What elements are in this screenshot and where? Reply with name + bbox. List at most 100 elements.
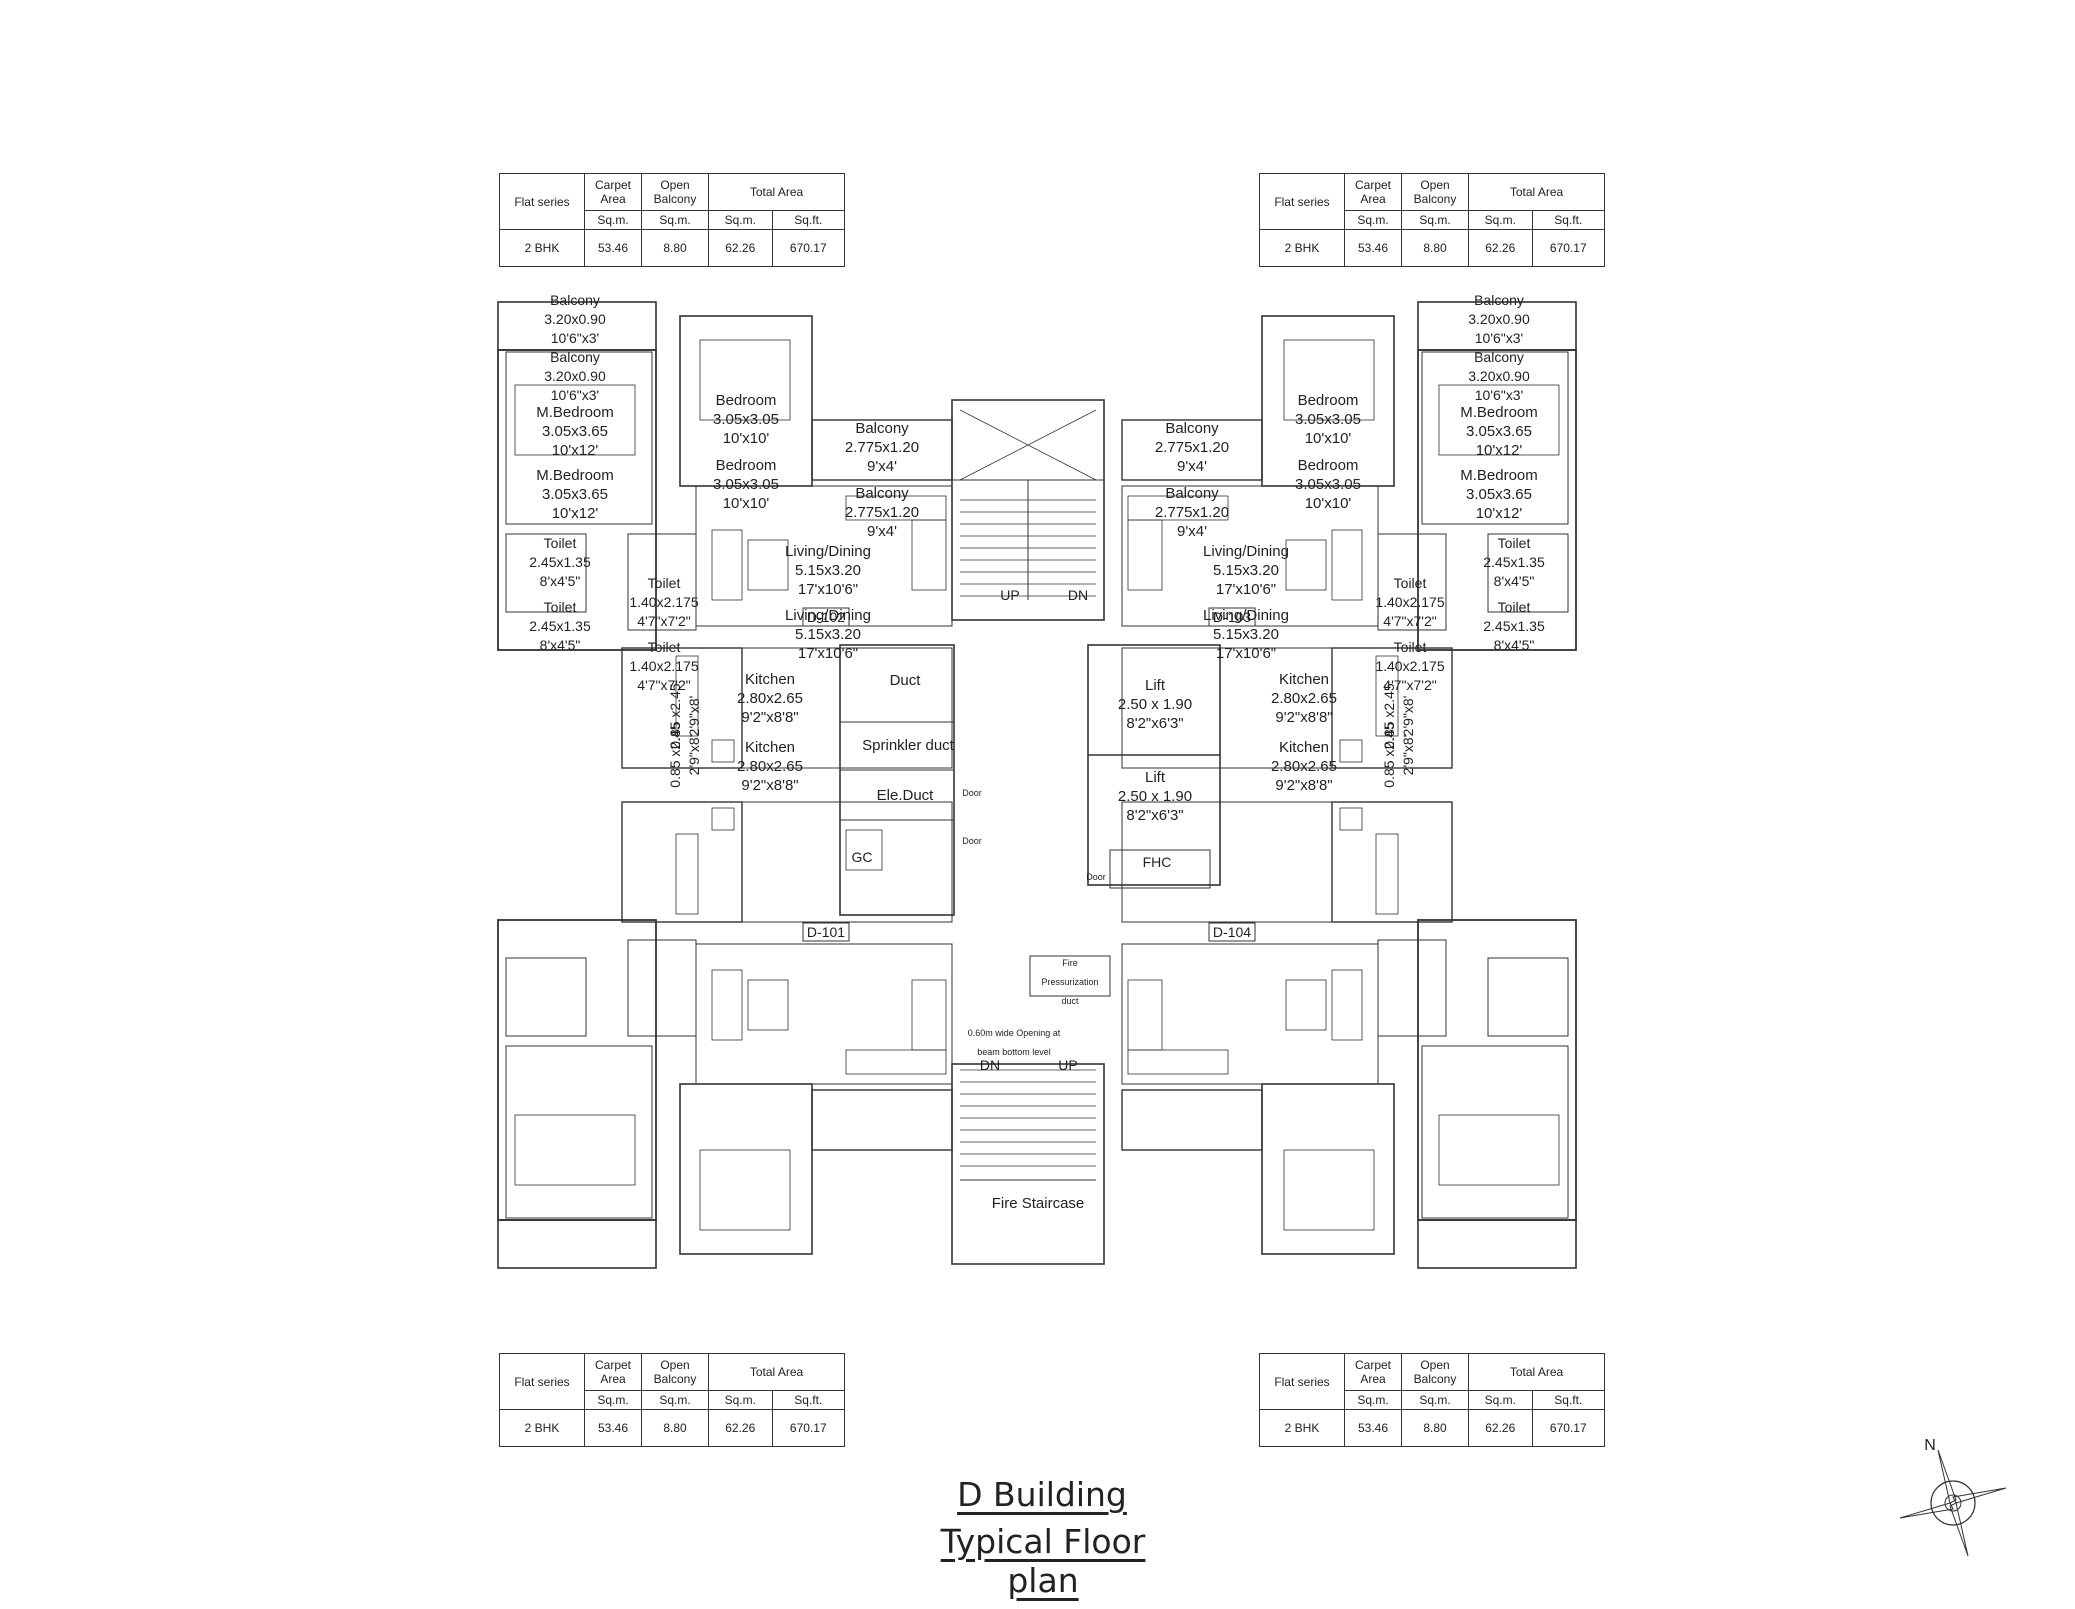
walls-layer (497, 301, 2007, 1557)
opening-note-label: beam bottom level (977, 1047, 1051, 1057)
kitchen-label: 2.80x2.65 (737, 690, 803, 707)
table-header-open-balcony: Open Balcony (641, 1353, 709, 1391)
table-cell-total-sqft: 670.17 (771, 229, 846, 267)
toilet-a-label: 2.45x1.35 (1483, 618, 1545, 634)
bedroom-label: Bedroom (1298, 457, 1359, 474)
balcony-big-label: 10'6"x3' (551, 330, 599, 346)
kitchen (741, 647, 953, 769)
drawing-subtitle: Typical Floor plan (940, 1522, 1146, 1600)
master-bedroom-wing (497, 349, 657, 651)
kitchen-label: 9'2"x8'8" (1275, 709, 1332, 726)
table-header-flat-series: Flat series (1259, 173, 1345, 230)
living-dining-label: Living/Dining (785, 543, 871, 560)
utility-sink (675, 833, 699, 915)
bedroom-label: 10'x10' (1305, 430, 1352, 447)
utility-label: 0.85 x2.45 (667, 683, 683, 749)
utility-sink (1375, 833, 1399, 915)
door-label: Door (962, 788, 982, 798)
toilet-b-label: 1.40x2.175 (629, 594, 698, 610)
balcony-big-label: 10'6"x3' (1475, 387, 1523, 403)
living-dining-label: 17'x10'6" (798, 581, 858, 598)
flat-id-box (802, 607, 850, 627)
table-header-carpet-area: Carpet Area (584, 1353, 642, 1391)
master-bedroom-label: 10'x12' (552, 505, 599, 522)
bedroom-label: Bedroom (716, 392, 777, 409)
bed (514, 1114, 636, 1186)
stove (1339, 807, 1363, 831)
drawing-title: D Building (957, 1475, 1127, 1514)
north-label: N (1924, 1437, 1936, 1454)
toilet-a-label: 8'x4'5" (540, 637, 581, 653)
bedroom-label: 10'x10' (723, 430, 770, 447)
lift-block (1087, 644, 1221, 886)
kitchen-label: 9'2"x8'8" (1275, 777, 1332, 794)
bed (699, 1149, 791, 1231)
toilet-b (627, 939, 697, 1037)
table-unit: Sq.m. (1468, 1390, 1533, 1410)
living-dining-label: 5.15x3.20 (1213, 562, 1279, 579)
living-dining-label: 17'x10'6" (1216, 581, 1276, 598)
furniture-layer (514, 339, 1560, 1231)
area-table-bottom-left: Flat series Carpet Area Open Balcony Tot… (499, 1353, 846, 1447)
toilet-b-label: Toilet (648, 575, 681, 591)
table-unit: Sq.m. (1468, 210, 1533, 230)
toilet-b-label: 1.40x2.175 (1375, 658, 1444, 674)
kitchen-label: Kitchen (1279, 739, 1329, 756)
table-header-open-balcony: Open Balcony (1401, 173, 1469, 211)
table-cell-carpet: 53.46 (1344, 229, 1402, 267)
living-dining-label: 5.15x3.20 (1213, 626, 1279, 643)
flat-id-box (802, 922, 850, 942)
table-header-total-area: Total Area (708, 1353, 845, 1391)
table-unit: Sq.ft. (1531, 1390, 1606, 1410)
flat-id-label: D-103 (1213, 609, 1251, 625)
table-cell-balcony: 8.80 (1401, 1409, 1469, 1447)
utility-label: 2'9"x8' (686, 696, 702, 737)
fhc-label: FHC (1143, 854, 1172, 870)
bed (1438, 1114, 1560, 1186)
table-header-flat-series: Flat series (499, 1353, 585, 1410)
lift-label: 2.50 x 1.90 (1118, 696, 1192, 713)
master-bedroom (1421, 1045, 1569, 1219)
bedroom-label: 3.05x3.05 (1295, 411, 1361, 428)
bedroom-label: 3.05x3.05 (1295, 476, 1361, 493)
master-bedroom (1421, 351, 1569, 525)
balcony-big-label: Balcony (1474, 349, 1524, 365)
table-cell-total-sqm: 62.26 (708, 1409, 773, 1447)
fire-duct-label: duct (1061, 996, 1079, 1006)
bedroom-label: 3.05x3.05 (713, 476, 779, 493)
utility-label: 2'9"x8' (1400, 696, 1416, 737)
sofa (845, 1049, 947, 1075)
table-header-flat-series: Flat series (499, 173, 585, 230)
stair-up-label: UP (1000, 587, 1019, 603)
fire-staircase (951, 1063, 1105, 1265)
bed (514, 384, 636, 456)
balcony-small-label: Balcony (855, 485, 909, 502)
toilet-a-label: 8'x4'5" (1494, 573, 1535, 589)
bedroom-label: 10'x10' (1305, 495, 1352, 512)
kitchen-label: 2.80x2.65 (1271, 758, 1337, 775)
area-table-bottom-right: Flat series Carpet Area Open Balcony Tot… (1259, 1353, 1606, 1447)
balcony-small-label: 2.775x1.20 (1155, 439, 1229, 456)
flat-id-label: D-104 (1213, 924, 1251, 940)
table-cell-total-sqm: 62.26 (1468, 1409, 1533, 1447)
table-unit: Sq.m. (708, 1390, 773, 1410)
lift-label: Lift (1145, 769, 1166, 786)
table-unit: Sq.ft. (1531, 210, 1606, 230)
bedroom-label: Bedroom (716, 457, 777, 474)
table-unit: Sq.ft. (771, 210, 846, 230)
table-cell-balcony: 8.80 (641, 1409, 709, 1447)
lift-label: 2.50 x 1.90 (1118, 788, 1192, 805)
toilet-a-label: 8'x4'5" (540, 573, 581, 589)
master-bedroom-label: M.Bedroom (536, 404, 614, 421)
kitchen-label: Kitchen (1279, 671, 1329, 688)
balcony-big (1417, 1219, 1577, 1269)
table-unit: Sq.ft. (771, 1390, 846, 1410)
stair-top (951, 399, 1105, 621)
gc-fixture (845, 829, 883, 871)
kitchen (1121, 647, 1333, 769)
table-cell-balcony: 8.80 (1401, 229, 1469, 267)
table-header-carpet-area: Carpet Area (584, 173, 642, 211)
sprinkler-duct-label: Sprinkler duct (862, 737, 955, 754)
table-header-flat-series: Flat series (1259, 1353, 1345, 1410)
balcony-small-label: 2.775x1.20 (845, 504, 919, 521)
